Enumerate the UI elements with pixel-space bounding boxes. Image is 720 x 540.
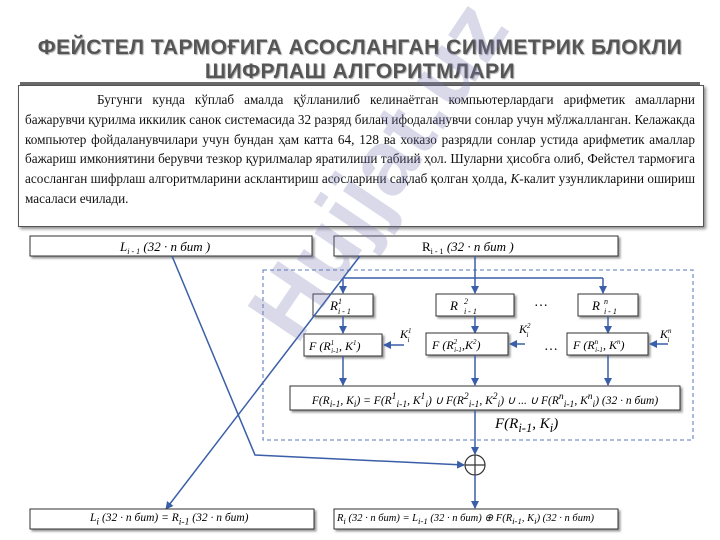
- f-result-label: F(Ri-1, Ki): [495, 416, 559, 435]
- r-ellipsis: …: [534, 295, 548, 310]
- title-line-2: ШИФРЛАШ АЛГОРИТМЛАРИ: [204, 60, 516, 83]
- right-input-box: [333, 235, 619, 257]
- left-output-box: [29, 508, 315, 530]
- slide-title: ФЕЙСТЕЛ ТАРМОҒИГА АСОСЛАНГАН СИММЕТРИК Б…: [20, 36, 700, 84]
- round-function-frame: [262, 269, 694, 441]
- f-block-2: [425, 332, 509, 356]
- f-result-holder: F(Ri-1, Ki): [495, 416, 559, 435]
- title-underline: [20, 82, 700, 85]
- description-text: Бугунги кунда кўплаб амалда қўлланилиб к…: [25, 92, 695, 206]
- f-ellipsis: …: [544, 339, 558, 354]
- left-input-label: Li - 1 (32 · n бит ): [119, 239, 210, 256]
- union-formula: F(Ri-1, Ki) = F(R1i-1, K1i) ∪ F(R2i-1, K…: [311, 391, 659, 410]
- arrow-left-to-xor: [171, 255, 465, 469]
- left-input-box: [29, 235, 313, 257]
- xor-cross: [465, 455, 485, 475]
- title-line-1: ФЕЙСТЕЛ ТАРМОҒИГА АСОСЛАНГАН СИММЕТРИК Б…: [37, 36, 683, 59]
- right-output-box: [333, 508, 619, 530]
- right-output-holder: Ri (32 · n бит) = Li-1 (32 · n бит) ⊕ F(…: [337, 513, 595, 527]
- description-box: Бугунги кунда кўплаб амалда қўлланилиб к…: [18, 85, 704, 227]
- right-input-label: Ri - 1 (32 · n бит ): [422, 239, 514, 256]
- left-output-label: Li (32 · n бит) = Ri-1 (32 · n бит): [90, 512, 249, 528]
- union-formula-box: [289, 385, 681, 411]
- union-formula-holder: F(Ri-1, Ki) = F(R1i-1, K1i) ∪ F(R2i-1, K…: [311, 391, 659, 410]
- left-output-holder: Li (32 · n бит) = Ri-1 (32 · n бит): [90, 512, 249, 528]
- right-output-label: Ri (32 · n бит) = Li-1 (32 · n бит) ⊕ F(…: [337, 513, 595, 527]
- arrow-right-to-left-output: [165, 255, 361, 510]
